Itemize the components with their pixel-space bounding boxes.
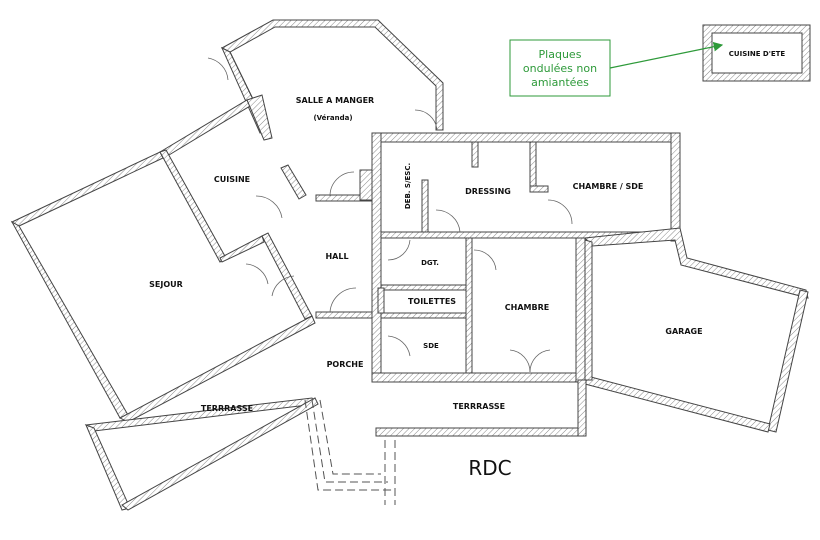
living-walls [10,94,316,423]
label-hall: HALL [325,252,348,261]
note-callout: Plaques ondulées non amiantées [509,39,724,97]
level-label: RDC [468,456,511,480]
label-toilettes: TOILETTES [408,297,456,306]
porch-steps [304,399,396,505]
label-sde: SDE [423,342,439,350]
note-line-1: Plaques [539,48,582,61]
label-chambre-sde: CHAMBRE / SDE [573,182,644,191]
label-salle-a-manger: SALLE A MANGER [296,96,374,105]
central-walls [315,132,681,383]
label-garage: GARAGE [665,327,702,336]
label-veranda: (Véranda) [313,114,352,122]
label-deb-s-esc: DEB. S/ESC. [404,163,412,209]
label-dressing: DRESSING [465,187,511,196]
label-terrasse-right: TERRRASSE [453,402,505,411]
label-cuisine: CUISINE [214,175,250,184]
label-sejour: SEJOUR [149,280,183,289]
note-line-3: amiantées [531,76,589,89]
label-porche: PORCHE [327,360,364,369]
garage-walls [583,227,809,433]
door-swings [207,57,573,373]
label-cuisine-ete: CUISINE D'ETE [729,50,786,58]
label-terrasse-left: TERRRASSE [201,404,253,413]
summer-kitchen-walls [702,24,811,82]
note-line-2: ondulées non [523,62,597,75]
label-dgt: DGT. [421,259,439,267]
terrace-walls [84,379,587,511]
label-chambre: CHAMBRE [505,303,549,312]
note-arrow [609,41,724,69]
